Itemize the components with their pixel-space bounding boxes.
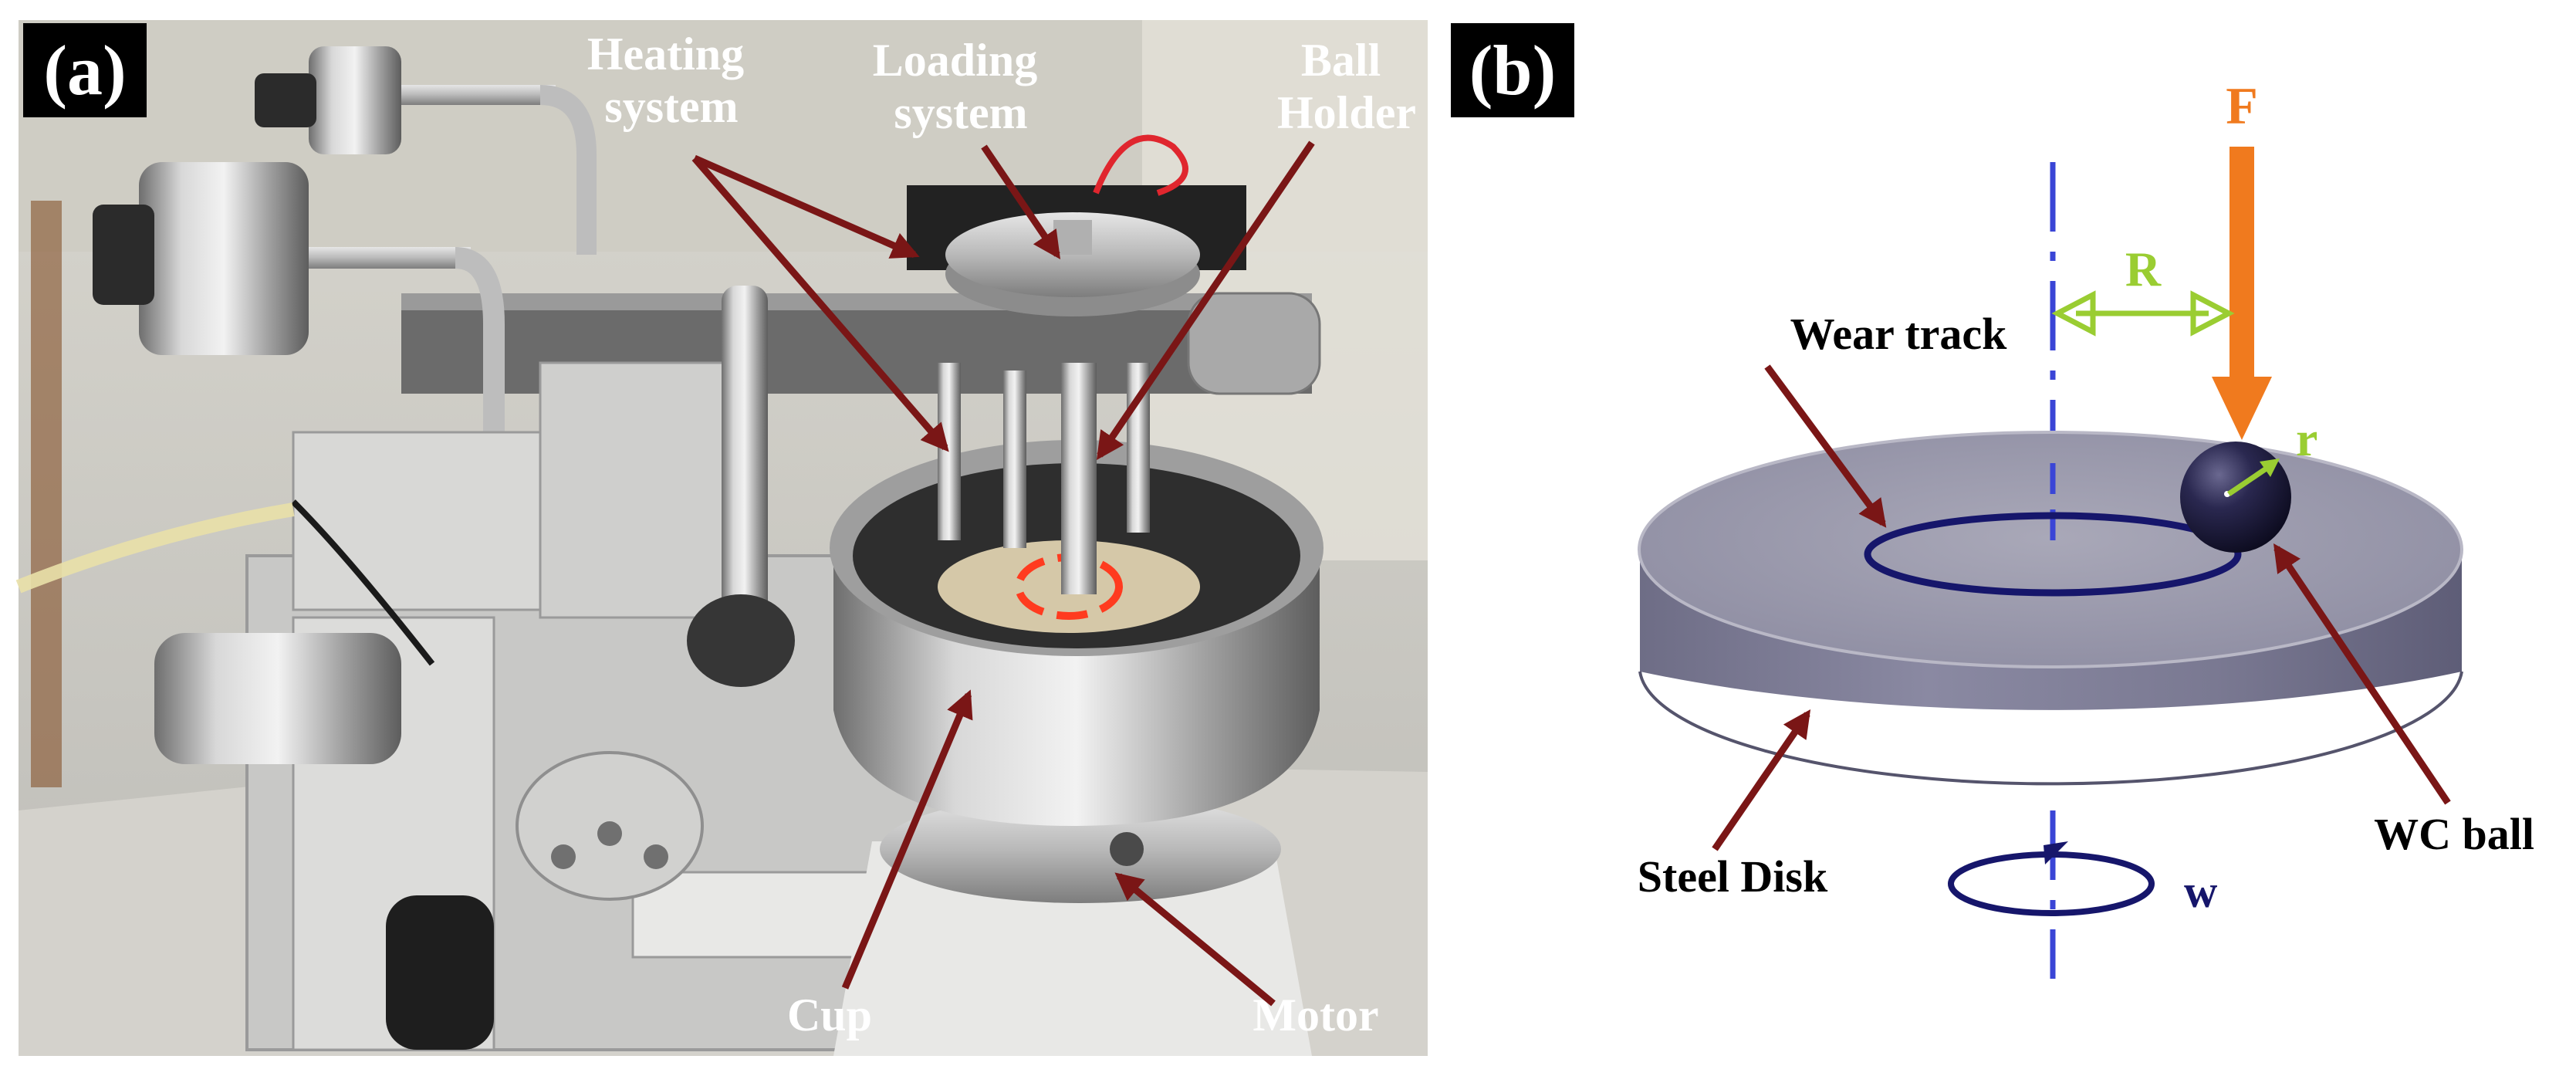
callout-ball-line2: Holder [1277, 87, 1416, 138]
heating-pin [938, 363, 961, 540]
ball-radius-arrowhead [2260, 458, 2280, 477]
label-r: r [2296, 411, 2317, 466]
callout-loading-system: Loading system [873, 35, 1049, 138]
motor-bolt [1110, 832, 1144, 866]
callout-heating-system: Heating system [587, 29, 756, 132]
motor-collar [880, 795, 1281, 903]
heating-pin [1003, 371, 1026, 548]
dimension-r-head-right [2190, 290, 2235, 337]
arrow-heating-to-bracket [693, 154, 920, 259]
force-arrow-head [2212, 377, 2272, 440]
arrow-ball-holder [1096, 140, 1315, 460]
arrow-wc-ball [2273, 543, 2451, 805]
wc-ball [2180, 442, 2291, 553]
black-wire [291, 499, 435, 666]
steel-disk-side-shadow [1638, 671, 2463, 786]
black-knob [386, 895, 494, 1050]
stage-disc-screw [551, 844, 576, 869]
stage-disc-screw [597, 821, 622, 846]
label-w: w [2184, 866, 2218, 917]
panel-a: (a) Heating system Loading system Ball H… [15, 20, 1428, 1056]
schematic-arrows [1712, 364, 2451, 851]
panel-b-tag-box [1451, 23, 1574, 117]
panel-a-tag: (a) [43, 31, 126, 110]
label-wear-track: Wear track [1790, 309, 2008, 359]
arrow-motor [1114, 872, 1276, 1007]
micrometer-drum-lower [139, 162, 309, 355]
wooden-strip [31, 201, 62, 787]
label-steel-disk: Steel Disk [1638, 851, 1828, 902]
force-arrow-shaft [2229, 147, 2254, 378]
micrometer-drum-upper [309, 46, 401, 154]
red-wire [1093, 134, 1188, 196]
arrow-wear-track [1764, 364, 1887, 528]
callout-ball-line1: Ball [1301, 35, 1381, 86]
micrometer-cap-upper [255, 73, 316, 127]
panel-b-tag: (b) [1469, 31, 1556, 110]
vertical-rod [722, 286, 768, 656]
callout-arrows [691, 140, 1315, 1007]
micrometer-bend-lower [455, 247, 505, 432]
dimension-r-head-left [2051, 290, 2096, 337]
rotation-arrowhead [2044, 841, 2068, 865]
arrow-cup [841, 689, 973, 990]
arrow-steel-disk [1712, 709, 1811, 851]
arrow-loading-system [981, 144, 1061, 259]
micrometer-tube-upper [386, 85, 556, 105]
loading-hub [1053, 220, 1092, 255]
rod-knob [687, 594, 795, 687]
callout-heating-line2: system [604, 81, 738, 132]
panel-b: (b) r w F R Wear track WC [1451, 23, 2534, 979]
tube [15, 502, 295, 594]
panel-a-tag-box [23, 23, 147, 117]
callout-loading-line2: system [894, 87, 1027, 138]
label-wc-ball: WC ball [2374, 809, 2534, 859]
wear-track [1864, 512, 2242, 597]
micrometer-bend-upper [539, 85, 597, 255]
clamp-block [539, 361, 758, 619]
ball-holder-shaft [1061, 363, 1097, 594]
micrometer-side [154, 633, 401, 764]
micrometer-cap-lower [93, 205, 154, 305]
callout-heating-line1: Heating [587, 29, 744, 80]
motor-housing [833, 841, 1312, 1056]
arrow-heating-to-pin [691, 156, 949, 452]
callout-motor: Motor [1253, 990, 1378, 1040]
callout-cup: Cup [787, 990, 872, 1040]
label-f: F [2226, 76, 2258, 135]
label-R: R [2125, 242, 2162, 296]
knurled-knob [1187, 292, 1321, 395]
ball-radius-arrow [2227, 462, 2273, 496]
callout-ball-holder: Ball Holder [1277, 35, 1416, 138]
stage-disc-screw [644, 844, 668, 869]
micrometer-tube-lower [293, 247, 471, 269]
callout-loading-line1: Loading [873, 35, 1037, 86]
